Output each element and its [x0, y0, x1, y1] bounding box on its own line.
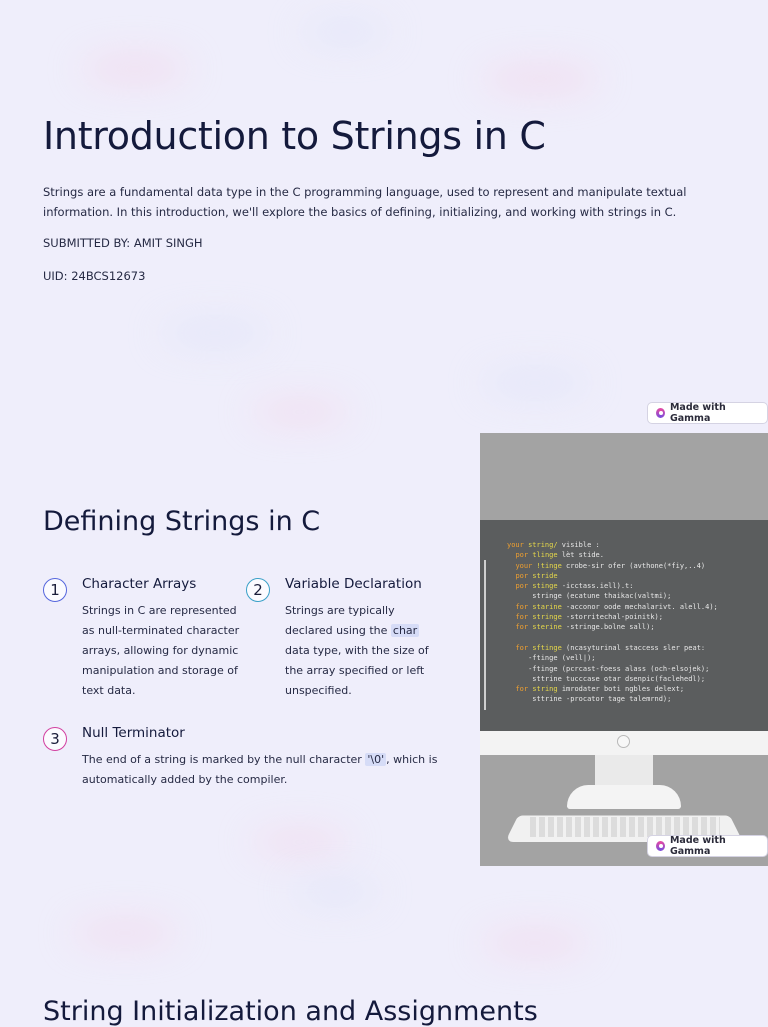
cursor-bar	[484, 560, 486, 710]
code-line: your string/ visible :	[507, 541, 600, 549]
bg-decoration	[250, 400, 350, 424]
monitor-screen: your string/ visible : por tlinge lèt st…	[480, 520, 768, 731]
code-line: -ftinge (pcrcast-foess alass (och-elsoje…	[507, 664, 710, 673]
bg-decoration	[480, 930, 590, 956]
monitor-stand	[595, 755, 653, 789]
submitted-by: SUBMITTED BY: AMIT SINGH	[43, 236, 203, 250]
gamma-logo-icon	[656, 841, 665, 851]
monitor-button-icon	[617, 735, 630, 748]
bg-decoration	[80, 55, 190, 83]
bg-decoration	[480, 370, 590, 396]
made-with-gamma-badge[interactable]: Made with Gamma	[647, 402, 768, 424]
step-number-badge: 1	[43, 578, 67, 602]
computer-illustration: your string/ visible : por tlinge lèt st…	[480, 433, 768, 866]
code-line: por tlinge lèt stide.	[515, 551, 604, 560]
gamma-logo-icon	[656, 408, 665, 418]
item-body: The end of a string is marked by the nul…	[82, 753, 438, 786]
badge-label: Made with Gamma	[669, 402, 726, 424]
step-number-badge: 2	[246, 578, 270, 602]
keyboard-keys	[530, 817, 720, 837]
made-with-gamma-badge[interactable]: Made with Gamma	[647, 835, 768, 857]
intro-paragraph: Strings are a fundamental data type in t…	[43, 185, 687, 219]
slide-title: Defining Strings in C	[43, 506, 321, 537]
item-body: Strings are typically declared using the…	[285, 604, 429, 697]
code-line: sttrine tucccase otar dsenpic(faclehedl)…	[507, 674, 706, 683]
code-line: for stringe -storritechal-poinitk);	[515, 613, 663, 622]
bg-decoration	[290, 880, 380, 904]
code-line: for sterine -stringe.bolne sall);	[515, 623, 655, 632]
code-line: sttrine -procator tage talemrnd);	[507, 695, 672, 704]
bg-decoration	[480, 65, 600, 93]
code-line: por stinge -icctass.iell).t:	[515, 582, 634, 591]
code-block: your string/ visible : por tlinge lèt st…	[507, 540, 718, 705]
code-line: for sftinge (ncasyturinal staccess sler …	[515, 643, 706, 652]
badge-label: Made with Gamma	[669, 835, 726, 857]
code-line: por stride	[515, 571, 558, 580]
slide-intro: Introduction to Strings in C Strings are…	[0, 0, 768, 420]
bg-decoration	[300, 20, 390, 44]
item-heading: Character Arrays	[82, 576, 197, 592]
inline-code: '\0'	[365, 753, 387, 766]
code-line: your !tinge crobe-sir ofer (avthone(*fiy…	[515, 561, 706, 570]
inline-code: char	[390, 624, 420, 637]
bg-decoration	[250, 830, 350, 854]
item-heading: Variable Declaration	[285, 576, 422, 592]
item-heading: Null Terminator	[82, 725, 185, 741]
uid: UID: 24BCS12673	[43, 269, 146, 283]
item-body: Strings in C are represented as null-ter…	[82, 604, 240, 697]
slide-title: Introduction to Strings in C	[43, 114, 546, 158]
code-line: stringe (ecatune thaikac(valtmi);	[507, 592, 672, 601]
bg-decoration	[160, 320, 270, 346]
code-line	[507, 633, 718, 643]
monitor-foot	[567, 785, 681, 809]
step-number-badge: 3	[43, 727, 67, 751]
code-line: -ftinge (vell|);	[507, 654, 596, 663]
bg-decoration	[70, 920, 180, 946]
slide-title: String Initialization and Assignments	[43, 996, 538, 1027]
code-line: for string imrodater boti ngbles delext;	[515, 685, 685, 694]
code-line: for starine -acconor oode mechalarivt. a…	[515, 602, 718, 611]
